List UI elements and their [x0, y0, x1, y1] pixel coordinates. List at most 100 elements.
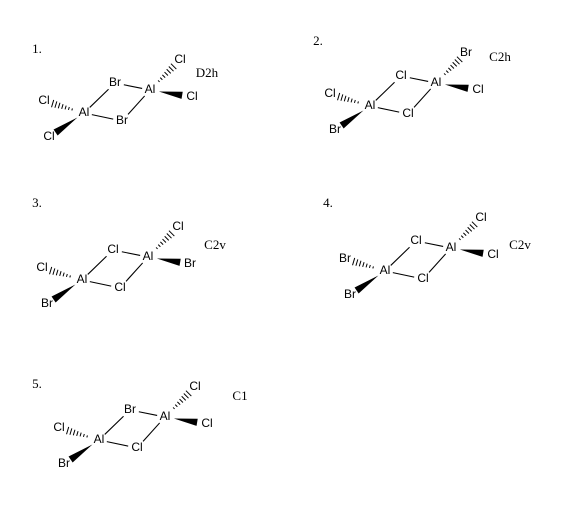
atom-terminal: Br: [58, 456, 70, 470]
point-group-label: C2v: [204, 237, 226, 252]
hash-stroke: [177, 401, 181, 405]
hashed-bond: [443, 56, 463, 76]
wedge-bond: [354, 275, 379, 294]
atom-bridge: Cl: [417, 271, 428, 285]
bridge-bond: [127, 95, 146, 115]
atom-terminal: Br: [460, 45, 472, 59]
hash-stroke: [174, 404, 178, 408]
atom-terminal: Br: [329, 122, 341, 136]
hash-stroke: [368, 264, 371, 269]
hash-stroke: [159, 77, 163, 81]
hash-stroke: [65, 273, 68, 278]
hash-stroke: [355, 259, 359, 266]
molecule-number: 2.: [313, 33, 323, 48]
atom-terminal: Cl: [189, 379, 200, 393]
hash-stroke: [460, 235, 464, 239]
hashed-bond: [49, 266, 71, 278]
wedge-bond: [459, 249, 484, 257]
hashed-bond: [51, 99, 73, 111]
hash-stroke: [55, 269, 59, 276]
hash-stroke: [66, 426, 70, 435]
bridge-bond: [125, 262, 144, 282]
atom-al: Al: [94, 432, 105, 446]
atom-terminal: Cl: [475, 210, 486, 224]
bridge-bond: [375, 81, 395, 101]
hash-stroke: [52, 268, 56, 275]
point-group-label: D2h: [196, 65, 219, 80]
hashed-bond: [458, 221, 478, 241]
bridge-bond: [89, 88, 109, 108]
atom-terminal: Cl: [174, 52, 185, 66]
hash-stroke: [57, 102, 61, 109]
hashed-bond: [337, 92, 359, 104]
atom-bridge: Br: [124, 402, 136, 416]
bridge-bond: [121, 251, 141, 256]
hash-stroke: [69, 275, 71, 278]
hash-stroke: [456, 56, 463, 63]
hash-stroke: [172, 407, 175, 410]
hashed-bond: [66, 426, 88, 438]
wedge-bond: [156, 258, 181, 266]
atom-terminal: Cl: [201, 416, 212, 430]
hash-stroke: [340, 94, 344, 101]
hash-stroke: [450, 64, 455, 69]
point-group-label: C1: [232, 388, 247, 403]
hash-stroke: [347, 97, 350, 102]
wedge-bond: [158, 91, 183, 99]
hash-stroke: [72, 429, 76, 436]
hash-stroke: [463, 232, 467, 236]
hash-stroke: [469, 224, 475, 230]
atom-bridge: Br: [116, 113, 128, 127]
bridge-bond: [428, 253, 447, 273]
hash-stroke: [443, 73, 446, 76]
wedge-bond: [53, 117, 78, 136]
hash-stroke: [86, 435, 88, 438]
hash-stroke: [76, 431, 79, 436]
hash-stroke: [168, 66, 174, 72]
hash-stroke: [166, 233, 172, 239]
bridge-bond: [87, 255, 107, 275]
bridge-bond: [413, 88, 432, 108]
atom-bridge: Cl: [410, 233, 421, 247]
hash-stroke: [166, 68, 172, 74]
atom-al: Al: [380, 263, 391, 277]
atom-al: Al: [431, 75, 442, 89]
hash-stroke: [372, 266, 374, 269]
atom-bridge: Cl: [107, 242, 118, 256]
hash-stroke: [82, 433, 85, 438]
hash-stroke: [62, 272, 65, 277]
hash-stroke: [452, 61, 458, 67]
atom-al: Al: [145, 82, 156, 96]
atom-bridge: Br: [109, 75, 121, 89]
hash-stroke: [445, 70, 449, 74]
hash-stroke: [155, 247, 158, 250]
hash-stroke: [157, 244, 161, 248]
molecule-number: 3.: [32, 195, 42, 210]
bridge-bond: [123, 84, 143, 89]
hash-stroke: [69, 428, 73, 435]
hash-stroke: [64, 105, 67, 110]
hash-stroke: [465, 229, 470, 234]
hash-stroke: [49, 266, 53, 275]
hash-stroke: [179, 398, 184, 403]
hash-stroke: [59, 271, 62, 276]
wedge-bond: [68, 444, 93, 463]
bridge-bond: [409, 77, 429, 82]
atom-terminal: Cl: [472, 82, 483, 96]
hash-stroke: [162, 74, 166, 78]
bridge-bond: [106, 441, 129, 447]
hash-stroke: [337, 92, 341, 101]
molecule-number: 4.: [323, 195, 333, 210]
atom-terminal: Cl: [43, 129, 54, 143]
hashed-bond: [155, 230, 175, 250]
hash-stroke: [185, 390, 192, 397]
atom-bridge: Cl: [114, 280, 125, 294]
bridge-bond: [392, 272, 415, 278]
point-group-label: C2h: [489, 49, 511, 64]
bridge-bond: [390, 246, 410, 266]
